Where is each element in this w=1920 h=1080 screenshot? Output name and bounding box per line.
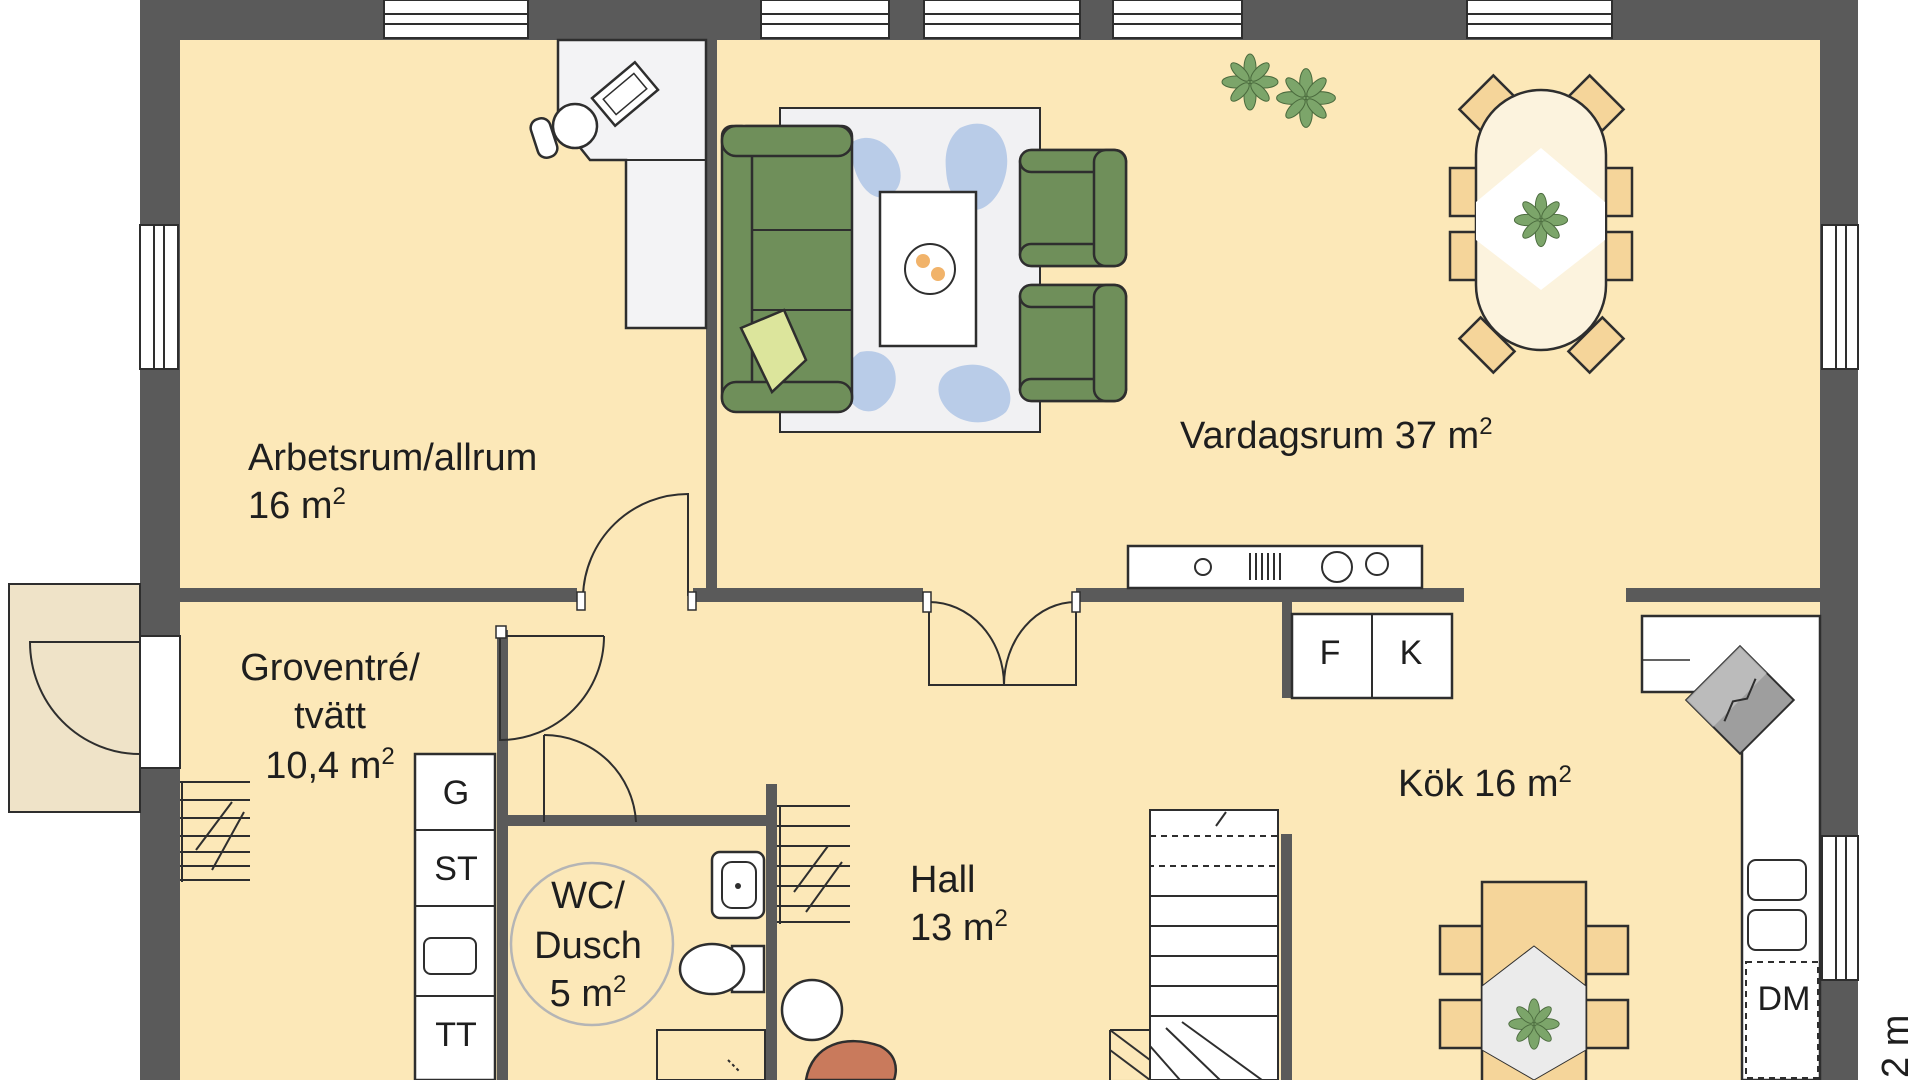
hall-armchair[interactable] [804, 1039, 897, 1080]
coat-rack-hall [777, 805, 850, 924]
dishwasher-label: DM [1758, 980, 1811, 1018]
window-top-4 [1112, 0, 1243, 39]
staircase [1109, 809, 1279, 1080]
room-label-wc: WC/ [551, 875, 625, 917]
room-area-arbetsrum: 16 m2 [248, 483, 346, 527]
appliance-st-label: ST [434, 850, 477, 888]
laundry-column: G ST TT [413, 752, 497, 1080]
fridge-label: K [1400, 634, 1423, 672]
window-top-1 [383, 0, 529, 39]
appliance-g-label: G [443, 774, 469, 812]
room-label-wc-2: Dusch [534, 925, 642, 967]
stove-counter [1126, 544, 1424, 590]
freezer-label: F [1320, 634, 1341, 672]
entry-door-frame [139, 635, 181, 769]
window-right-1 [1821, 224, 1859, 370]
wc-turning-circle [509, 861, 675, 1027]
desk-chair[interactable] [528, 102, 599, 160]
door-arbetsrum[interactable] [582, 492, 689, 597]
entry-step [8, 583, 141, 813]
cushion [739, 308, 808, 395]
room-label-groventre-2: tvätt [294, 695, 366, 737]
hob-ring-2 [1747, 909, 1807, 951]
desk-corner [556, 38, 708, 330]
appliance-tt-label: TT [435, 1016, 477, 1054]
hob-ring-1 [1747, 859, 1807, 901]
interior-walls [180, 40, 1820, 1080]
freezer-fridge: F K [1290, 612, 1454, 700]
wc-washbasin [710, 850, 766, 920]
window-left [139, 224, 179, 370]
coffee-table [878, 190, 978, 348]
window-top-2 [760, 0, 890, 39]
window-top-5 [1466, 0, 1613, 39]
dimension-label: 2 m [1875, 1015, 1917, 1078]
dining-table-oval[interactable] [1448, 73, 1634, 375]
room-label-vardagsrum: Vardagsrum 37 m2 [1180, 413, 1493, 457]
kitchen-dining-table[interactable] [1438, 880, 1630, 1080]
room-label-arbetsrum: Arbetsrum/allrum [248, 437, 537, 479]
kitchen-counter: DM [1640, 614, 1822, 1080]
room-area-wc: 5 m2 [550, 971, 627, 1015]
wc-toilet [678, 942, 766, 996]
room-label-hall: Hall [910, 859, 975, 901]
room-area-hall: 13 m2 [910, 905, 1008, 949]
door-groventre[interactable] [499, 635, 605, 742]
armchair-1[interactable] [1018, 148, 1128, 268]
window-top-3 [923, 0, 1081, 39]
entry-door-swing [28, 641, 141, 755]
laundry-sink-icon [423, 937, 477, 975]
room-label-groventre: Groventré/ [240, 647, 420, 689]
hall-side-table [780, 978, 844, 1042]
room-area-groventre: 10,4 m2 [265, 743, 395, 787]
door-wc[interactable] [543, 733, 637, 823]
coat-rack-groventre [180, 781, 250, 882]
monitor-icon [590, 60, 660, 128]
room-label-kok: Kök 16 m2 [1398, 761, 1572, 805]
armchair-2[interactable] [1018, 283, 1128, 403]
front-entrance [8, 583, 181, 813]
windows [139, 0, 1859, 981]
window-right-2 [1821, 835, 1859, 981]
room-labels: Arbetsrum/allrum 16 m2 Vardagsrum 37 m2 … [240, 413, 1572, 1015]
double-door-right[interactable] [1002, 601, 1077, 686]
sofa[interactable] [720, 124, 854, 414]
sink-icon [1684, 644, 1796, 756]
doors [495, 492, 1081, 823]
